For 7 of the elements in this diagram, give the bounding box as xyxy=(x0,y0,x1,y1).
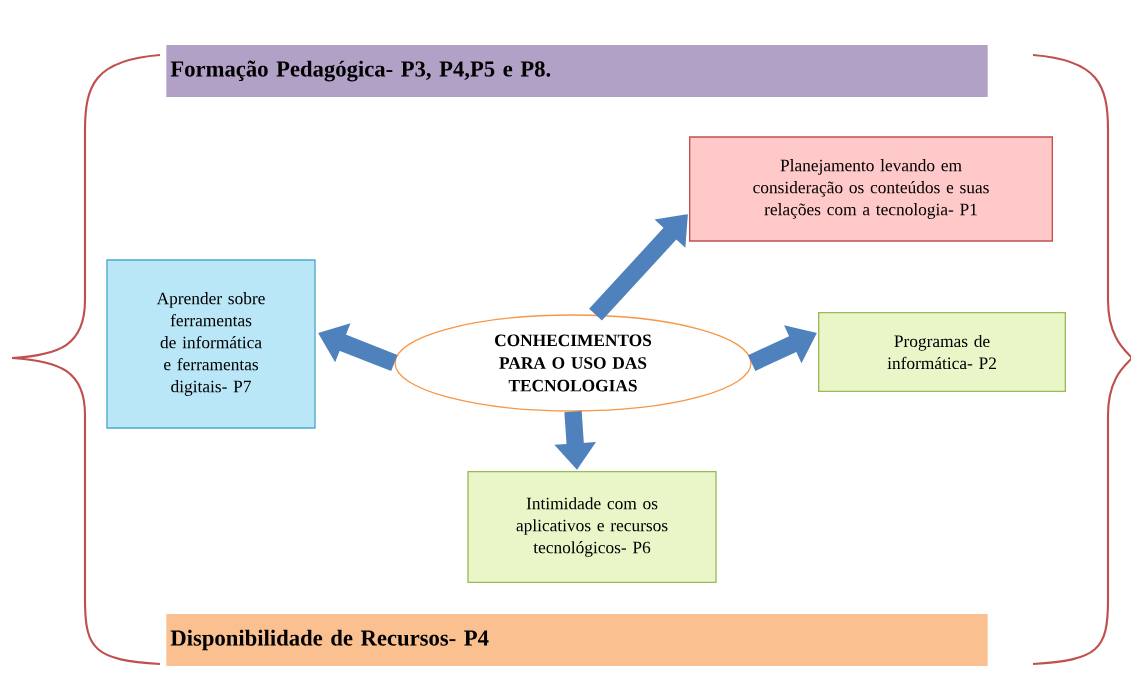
heading-band: Formação Pedagógica- P3, P4,P5 e P8. xyxy=(166,45,988,97)
process-box: Intimidade com os aplicativos e recursos tecnológicos- P6 xyxy=(467,471,717,583)
process-box: Planejamento levando em consideração os conteúdos e suas relações com a tecnologia- P1 xyxy=(689,136,1053,242)
process-box: Programas de informática- P2 xyxy=(818,312,1066,392)
heading-band: Disponibilidade de Recursos- P4 xyxy=(166,614,988,666)
block-arrow xyxy=(589,214,688,321)
process-box: Aprender sobre ferramentas de informática e ferramentas digitais- P7 xyxy=(106,259,316,429)
